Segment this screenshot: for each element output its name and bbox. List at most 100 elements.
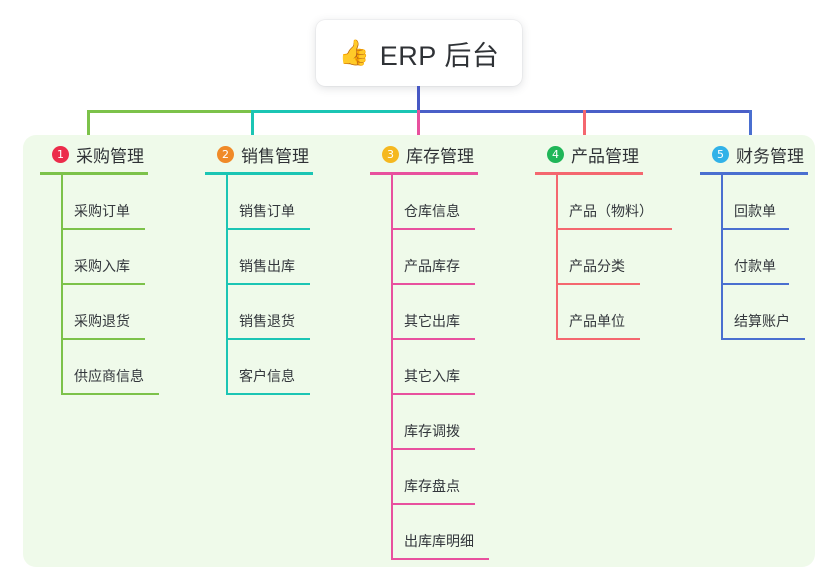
leaf-node-rule	[556, 283, 640, 285]
root-node-label: ERP 后台	[379, 40, 500, 71]
leaf-node-rule	[226, 393, 310, 395]
leaf-node-label: 仓库信息	[404, 203, 460, 219]
leaf-node-label: 产品库存	[404, 258, 460, 274]
branch-drop-1	[87, 110, 90, 148]
leaf-node[interactable]: 销售出库	[205, 230, 355, 285]
branch-spine	[391, 175, 393, 560]
branch-header-1[interactable]: 1 采购管理	[40, 142, 190, 166]
branch-children: 销售订单销售出库销售退货客户信息	[205, 175, 355, 395]
branch-number-badge: 1	[52, 145, 69, 163]
leaf-node-rule	[556, 228, 672, 230]
leaf-node-rule	[391, 393, 475, 395]
branch-drop-4	[583, 110, 586, 148]
leaf-node[interactable]: 产品单位	[535, 285, 695, 340]
leaf-node-rule	[226, 338, 310, 340]
leaf-node-label: 库存调拨	[404, 423, 460, 439]
root-node[interactable]: 👍 ERP 后台	[316, 20, 522, 86]
branch-children: 仓库信息产品库存其它出库其它入库库存调拨库存盘点出库库明细	[370, 175, 520, 560]
leaf-node[interactable]: 销售退货	[205, 285, 355, 340]
leaf-node-rule	[391, 338, 475, 340]
leaf-node-rule	[391, 503, 475, 505]
leaf-node-rule	[61, 283, 145, 285]
leaf-node-rule	[391, 228, 475, 230]
leaf-node-label: 客户信息	[239, 368, 295, 384]
leaf-node[interactable]: 其它出库	[370, 285, 520, 340]
leaf-node[interactable]: 客户信息	[205, 340, 355, 395]
branch-header-4[interactable]: 4 产品管理	[535, 142, 695, 166]
leaf-node-rule	[391, 283, 475, 285]
bus-segment-2	[251, 110, 418, 113]
branch-spine	[721, 175, 723, 340]
branch-spine	[556, 175, 558, 340]
branch-title: 采购管理	[76, 146, 144, 166]
branch-number-badge: 4	[547, 145, 564, 163]
leaf-node-label: 出库库明细	[404, 533, 474, 549]
branch-header-rule	[535, 172, 643, 175]
leaf-node-rule	[226, 283, 310, 285]
leaf-node-rule	[61, 228, 145, 230]
leaf-node-label: 采购入库	[74, 258, 130, 274]
branch-header-rule	[205, 172, 313, 175]
leaf-node-label: 销售订单	[239, 203, 295, 219]
leaf-node-label: 供应商信息	[74, 368, 144, 384]
branch-title: 财务管理	[736, 146, 804, 166]
leaf-node-rule	[61, 338, 145, 340]
leaf-node-label: 库存盘点	[404, 478, 460, 494]
branch-column-1: 1 采购管理采购订单采购入库采购退货供应商信息	[40, 142, 190, 395]
leaf-node[interactable]: 回款单	[700, 175, 820, 230]
branch-drop-3	[417, 110, 420, 148]
branch-children: 产品（物料） 产品分类产品单位	[535, 175, 695, 340]
leaf-node-label: 其它入库	[404, 368, 460, 384]
leaf-node[interactable]: 其它入库	[370, 340, 520, 395]
thumbs-up-icon: 👍	[338, 38, 370, 67]
leaf-node[interactable]: 结算账户	[700, 285, 820, 340]
leaf-node[interactable]: 产品库存	[370, 230, 520, 285]
leaf-node[interactable]: 仓库信息	[370, 175, 520, 230]
leaf-node[interactable]: 采购退货	[40, 285, 190, 340]
branch-drop-5	[749, 110, 752, 148]
leaf-node-label: 产品单位	[569, 313, 625, 329]
branch-drop-2	[251, 110, 254, 148]
leaf-node-label: 销售退货	[239, 313, 295, 329]
bus-segment-1	[87, 110, 252, 113]
leaf-node[interactable]: 采购入库	[40, 230, 190, 285]
leaf-node-label: 回款单	[734, 203, 776, 219]
leaf-node-rule	[226, 228, 310, 230]
content-panel	[23, 135, 815, 567]
leaf-node-rule	[61, 393, 159, 395]
leaf-node[interactable]: 库存调拨	[370, 395, 520, 450]
leaf-node-label: 采购退货	[74, 313, 130, 329]
leaf-node-rule	[391, 448, 475, 450]
branch-header-rule	[40, 172, 148, 175]
branch-column-4: 4 产品管理产品（物料） 产品分类产品单位	[535, 142, 695, 340]
leaf-node[interactable]: 付款单	[700, 230, 820, 285]
branch-title: 产品管理	[571, 146, 639, 166]
leaf-node-rule	[721, 338, 805, 340]
leaf-node[interactable]: 供应商信息	[40, 340, 190, 395]
branch-header-rule	[370, 172, 478, 175]
leaf-node[interactable]: 产品（物料）	[535, 175, 695, 230]
root-stem	[417, 86, 420, 113]
branch-spine	[226, 175, 228, 395]
branch-title: 销售管理	[241, 146, 309, 166]
branch-number-badge: 3	[382, 145, 399, 163]
leaf-node[interactable]: 库存盘点	[370, 450, 520, 505]
leaf-node[interactable]: 采购订单	[40, 175, 190, 230]
leaf-node-label: 采购订单	[74, 203, 130, 219]
leaf-node-label: 产品分类	[569, 258, 625, 274]
leaf-node-label: 产品（物料）	[569, 203, 653, 219]
branch-children: 回款单付款单结算账户	[700, 175, 820, 340]
leaf-node[interactable]: 出库库明细	[370, 505, 520, 560]
leaf-node-rule	[721, 283, 789, 285]
leaf-node[interactable]: 销售订单	[205, 175, 355, 230]
leaf-node-label: 其它出库	[404, 313, 460, 329]
leaf-node[interactable]: 产品分类	[535, 230, 695, 285]
branch-header-rule	[700, 172, 808, 175]
